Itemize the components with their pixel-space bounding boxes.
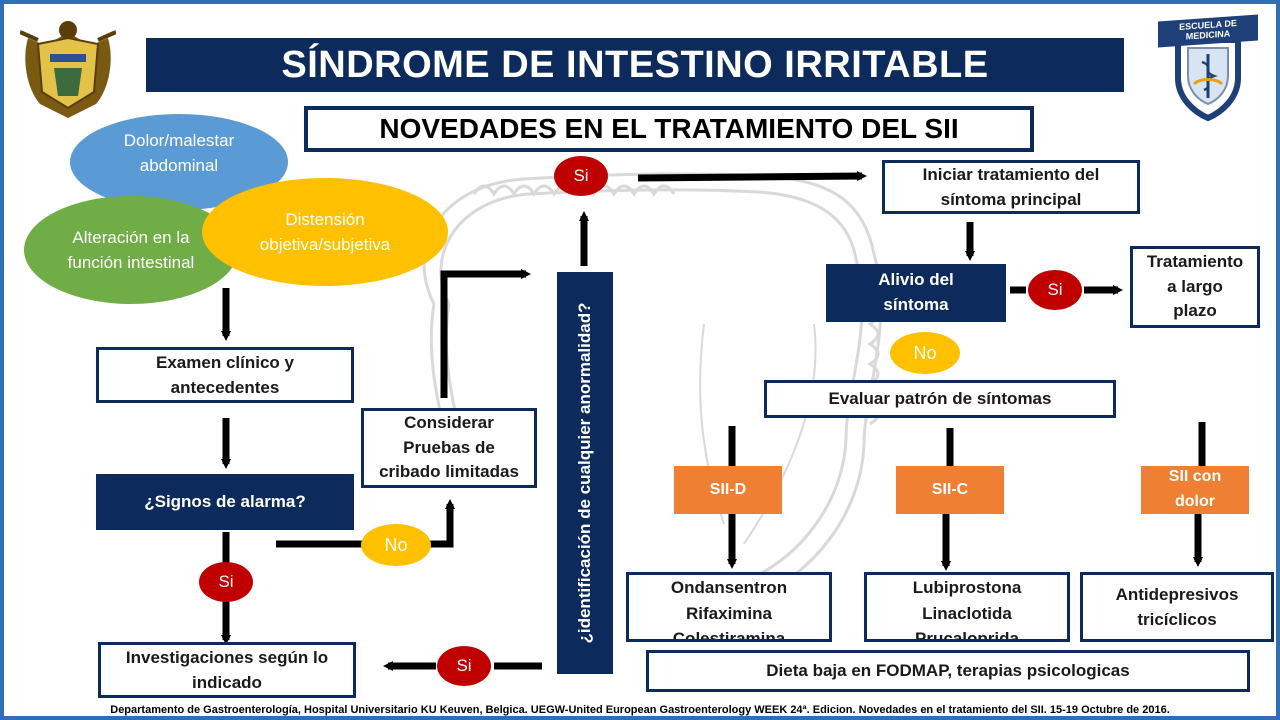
abnormality-question-box: ¿identificación de cualquier anormalidad… (557, 272, 613, 674)
logo-banner-text: ESCUELA DE MEDICINA (1179, 18, 1237, 42)
start-treatment-box: Iniciar tratamiento del síntoma principa… (882, 160, 1140, 214)
long-term-treatment-box: Tratamiento a largo plazo (1130, 246, 1260, 328)
flow-connectors (221, 171, 1206, 671)
symptom-distension-oval: Distensión objetiva/subjetiva (202, 178, 448, 286)
abnormality-yes-top-badge: Si (554, 156, 608, 196)
clinical-exam-box: Examen clínico y antecedentes (96, 347, 354, 403)
investigations-box: Investigaciones según lo indicado (98, 642, 356, 698)
sii-d-box: SII-D (674, 466, 782, 514)
symptom-bowel-oval: Alteración en la función intestinal (24, 196, 238, 304)
symptom-bowel-label: Alteración en la función intestinal (67, 227, 195, 273)
evaluate-pattern-box: Evaluar patrón de síntomas (764, 380, 1116, 418)
treatment-pain-box: Antidepresivos tricíclicos (1080, 572, 1274, 642)
treatment-d-box: Ondansentron Rifaximina Colestiramina (626, 572, 832, 642)
university-crest-logo (20, 21, 116, 118)
alarm-signs-box: ¿Signos de alarma? (96, 474, 354, 530)
sii-pain-box: SII con dolor (1141, 466, 1249, 514)
footer-citation: Departamento de Gastroenterología, Hospi… (110, 704, 1170, 716)
alarm-no-badge: No (361, 524, 431, 566)
screening-tests-box: Considerar Pruebas de cribado limitadas (361, 408, 537, 488)
right-arrows (727, 222, 1206, 571)
page-title: SÍNDROME DE INTESTINO IRRITABLE (146, 38, 1124, 92)
diet-therapy-box: Dieta baja en FODMAP, terapias psicologi… (646, 650, 1250, 692)
page-subtitle: NOVEDADES EN EL TRATAMIENTO DEL SII (304, 106, 1034, 152)
abnormality-question-text: ¿identificación de cualquier anormalidad… (575, 302, 594, 644)
symptom-relief-box: Alivio del síntoma (826, 264, 1006, 322)
relief-yes-badge: Si (1028, 270, 1082, 310)
symptom-distension-label: Distensión objetiva/subjetiva (259, 209, 391, 255)
relief-no-badge: No (890, 332, 960, 374)
alarm-yes-badge: Si (199, 562, 253, 602)
sii-c-box: SII-C (896, 466, 1004, 514)
abnormality-yes-bottom-badge: Si (437, 646, 491, 686)
symptom-pain-label: Dolor/malestar abdominal (123, 130, 235, 176)
medical-school-shield-logo (1175, 37, 1241, 122)
treatment-c-box: Lubiprostona Linaclotida Prucaloprida (864, 572, 1070, 642)
